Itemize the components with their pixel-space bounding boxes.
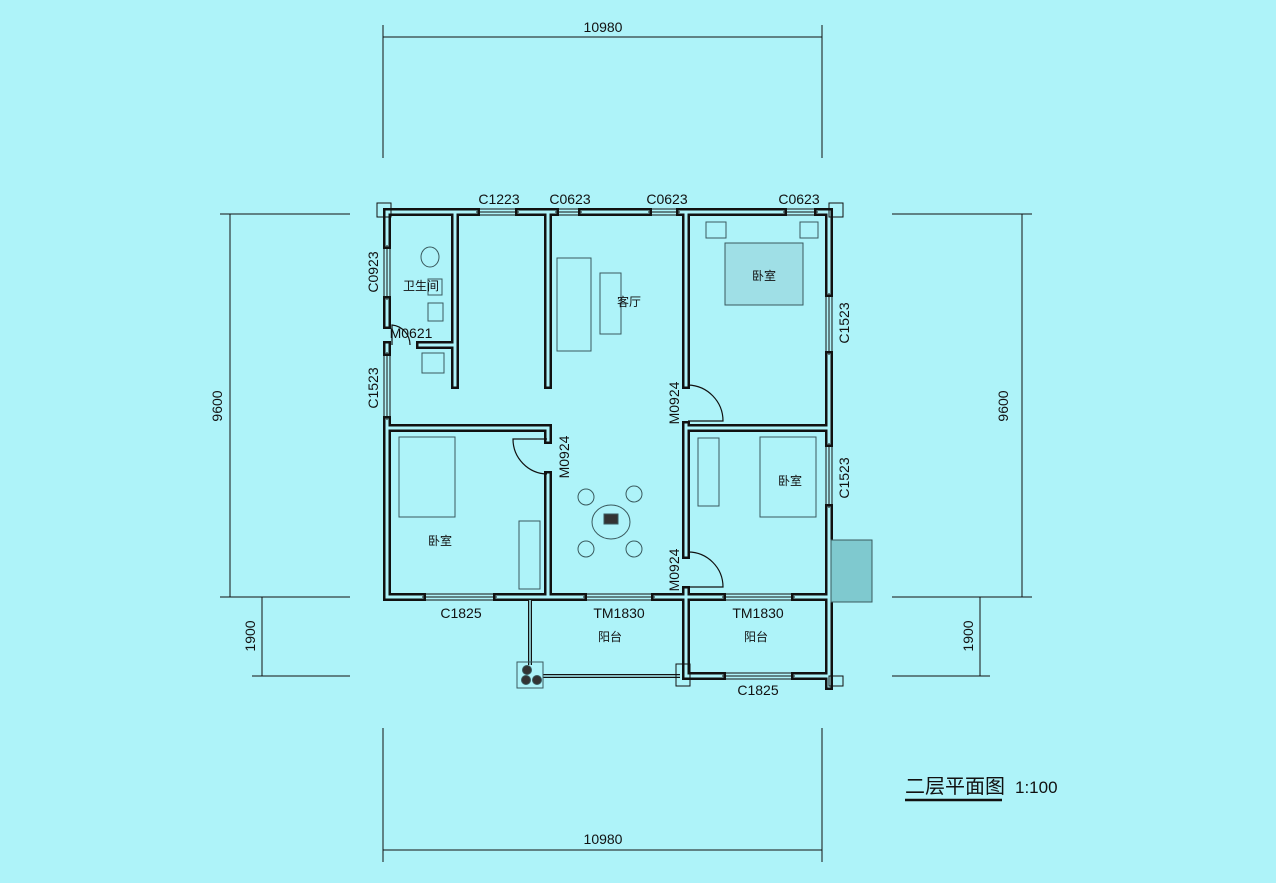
chair	[577, 540, 595, 558]
label-c0623-a: C0623	[549, 191, 590, 207]
room-balcony-right: 阳台	[744, 629, 768, 644]
label-tm1830-left: TM1830	[593, 605, 645, 621]
column-planter	[516, 661, 544, 689]
room-living-room: 客厅	[617, 294, 641, 309]
bed-sw	[398, 436, 456, 518]
label-tm1830-right: TM1830	[732, 605, 784, 621]
label-c1523-left: C1523	[365, 367, 381, 408]
furniture	[398, 221, 873, 689]
bathtub	[427, 278, 443, 296]
label-m0924-top: M0924	[666, 381, 682, 424]
chair	[625, 485, 643, 503]
room-balcony-left: 阳台	[598, 629, 622, 644]
tea-table-top	[603, 513, 619, 525]
label-c0623-c: C0623	[778, 191, 819, 207]
label-m0924-left: M0924	[556, 435, 572, 478]
room-bathroom: 卫生间	[403, 279, 439, 293]
coffee-table	[599, 272, 622, 335]
chair	[625, 540, 643, 558]
dim-left-depth: 9600	[209, 390, 225, 421]
corner-post	[675, 663, 691, 687]
sofa	[556, 257, 592, 352]
wardrobe-sw	[518, 520, 541, 590]
door-m0924-left	[512, 438, 548, 475]
label-m0621: M0621	[390, 325, 433, 341]
planter-pot	[521, 675, 531, 685]
dim-right-balcony: 1900	[960, 620, 976, 651]
label-c1223: C1223	[478, 191, 519, 207]
label-c0923: C0923	[365, 251, 381, 292]
label-c1825-right: C1825	[737, 682, 778, 698]
nightstand	[705, 221, 727, 239]
wardrobe-se	[697, 437, 720, 507]
label-c0623-b: C0623	[646, 191, 687, 207]
walls	[376, 202, 844, 690]
staircase	[830, 539, 873, 603]
toilet	[420, 246, 440, 268]
drawing-scale: 1:100	[1015, 778, 1058, 797]
room-bedroom-ne: 卧室	[752, 268, 776, 283]
door-m0924-top	[687, 384, 724, 422]
dim-left-balcony: 1900	[242, 620, 258, 651]
sink	[421, 352, 445, 374]
tea-table	[591, 504, 631, 540]
nightstand	[799, 221, 819, 239]
doors	[391, 324, 724, 588]
planter-pot	[522, 665, 532, 675]
bed-se	[759, 436, 817, 518]
drawing-title: 二层平面图	[905, 776, 1005, 798]
dim-right-depth: 9600	[995, 390, 1011, 421]
door-m0621	[391, 324, 411, 346]
corner-post	[376, 202, 392, 218]
corner-post	[828, 202, 844, 218]
door-m0924-bottom	[687, 551, 724, 588]
planter-pot	[532, 675, 542, 685]
label-m0924-bottom: M0924	[666, 548, 682, 591]
room-bedroom-sw: 卧室	[428, 533, 452, 548]
bed-ne	[724, 242, 804, 306]
label-c1825-left: C1825	[440, 605, 481, 621]
dim-top-width: 10980	[584, 19, 623, 35]
windows	[383, 208, 833, 680]
dimension-lines	[220, 25, 1032, 862]
room-bedroom-se: 卧室	[778, 473, 802, 488]
corner-post	[828, 675, 844, 687]
dim-bottom-width: 10980	[584, 831, 623, 847]
chair	[577, 488, 595, 506]
label-c1523-right-bottom: C1523	[836, 457, 852, 498]
washbasin	[427, 302, 444, 322]
label-c1523-right-top: C1523	[836, 302, 852, 343]
